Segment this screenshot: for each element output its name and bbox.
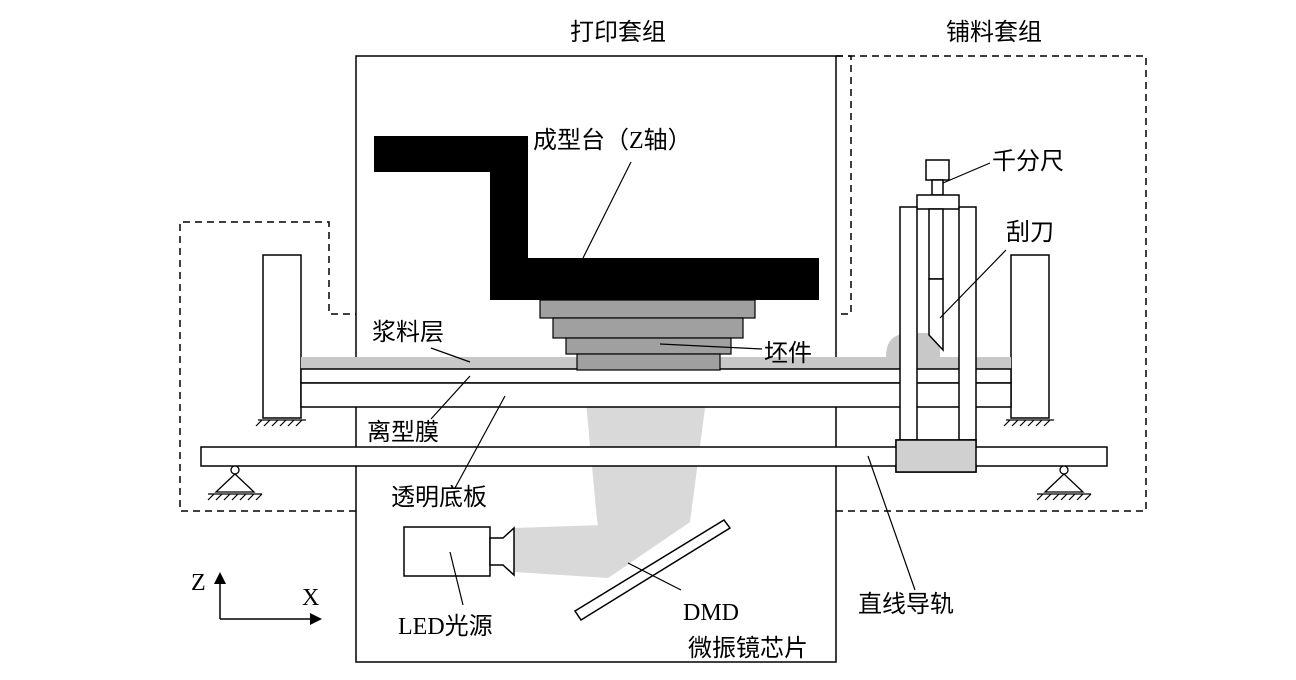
transparent-plate xyxy=(300,382,1012,408)
scraper-label: 刮刀 xyxy=(1006,219,1054,246)
scraper-blade xyxy=(928,278,944,352)
leader-dmd xyxy=(627,562,682,591)
platform-label: 成型台（Z轴） xyxy=(533,127,692,154)
coating-assembly-label: 铺料套组 xyxy=(946,19,1042,46)
linear-guide-label: 直线导轨 xyxy=(858,591,954,618)
light-beam-horizontal xyxy=(514,522,690,578)
leader-scraper xyxy=(939,249,1007,319)
leader-led xyxy=(449,551,464,606)
dmd-chip xyxy=(573,519,732,622)
micrometer-stem xyxy=(931,179,944,196)
led-source-body xyxy=(403,526,491,577)
leader-plate xyxy=(454,395,506,489)
led-source-label: LED光源 xyxy=(398,613,493,640)
scraper-frame-right xyxy=(958,206,977,441)
axis-x-label: X xyxy=(302,585,319,611)
left-dashed-enclosure xyxy=(179,221,356,512)
part-layer-2 xyxy=(552,317,744,339)
scraper-frame-left xyxy=(899,206,918,441)
green-part-label: 坯件 xyxy=(764,340,812,367)
coating-assembly-dashed-notch xyxy=(836,55,852,315)
right-post-ground xyxy=(1003,419,1054,427)
dmd-label: DMD xyxy=(683,600,739,626)
print-assembly-label: 打印套组 xyxy=(570,19,666,46)
scraper-rod xyxy=(928,208,944,280)
scraper-carriage-front xyxy=(895,439,977,473)
part-layer-1 xyxy=(539,299,756,319)
axis-z-label: Z xyxy=(191,570,206,596)
slurry-layer-label: 浆料层 xyxy=(372,319,444,346)
leader-film xyxy=(430,375,471,420)
micrometer-label: 千分尺 xyxy=(992,148,1064,175)
leader-part xyxy=(659,343,763,350)
coating-assembly-dashed-box xyxy=(836,55,1147,512)
right-support xyxy=(1036,465,1092,501)
micrometer-head xyxy=(925,159,950,181)
release-film-label: 离型膜 xyxy=(367,419,439,446)
left-post-ground xyxy=(255,419,306,427)
linear-guide-rail xyxy=(200,446,1108,467)
dmd-chip-label: 微振镜芯片 xyxy=(688,635,808,662)
build-platform xyxy=(374,136,819,300)
transparent-plate-label: 透明底板 xyxy=(391,484,487,511)
left-post xyxy=(262,254,302,419)
led-source-lens xyxy=(489,526,515,577)
leader-micrometer xyxy=(942,162,991,184)
right-post xyxy=(1010,254,1050,419)
left-support xyxy=(207,465,263,501)
scraper-frame-top xyxy=(916,194,960,210)
part-layer-4 xyxy=(576,353,721,371)
leader-slurry xyxy=(430,347,471,363)
axis-indicator xyxy=(214,572,322,625)
leader-platform xyxy=(582,161,632,259)
leader-guide xyxy=(867,455,916,591)
